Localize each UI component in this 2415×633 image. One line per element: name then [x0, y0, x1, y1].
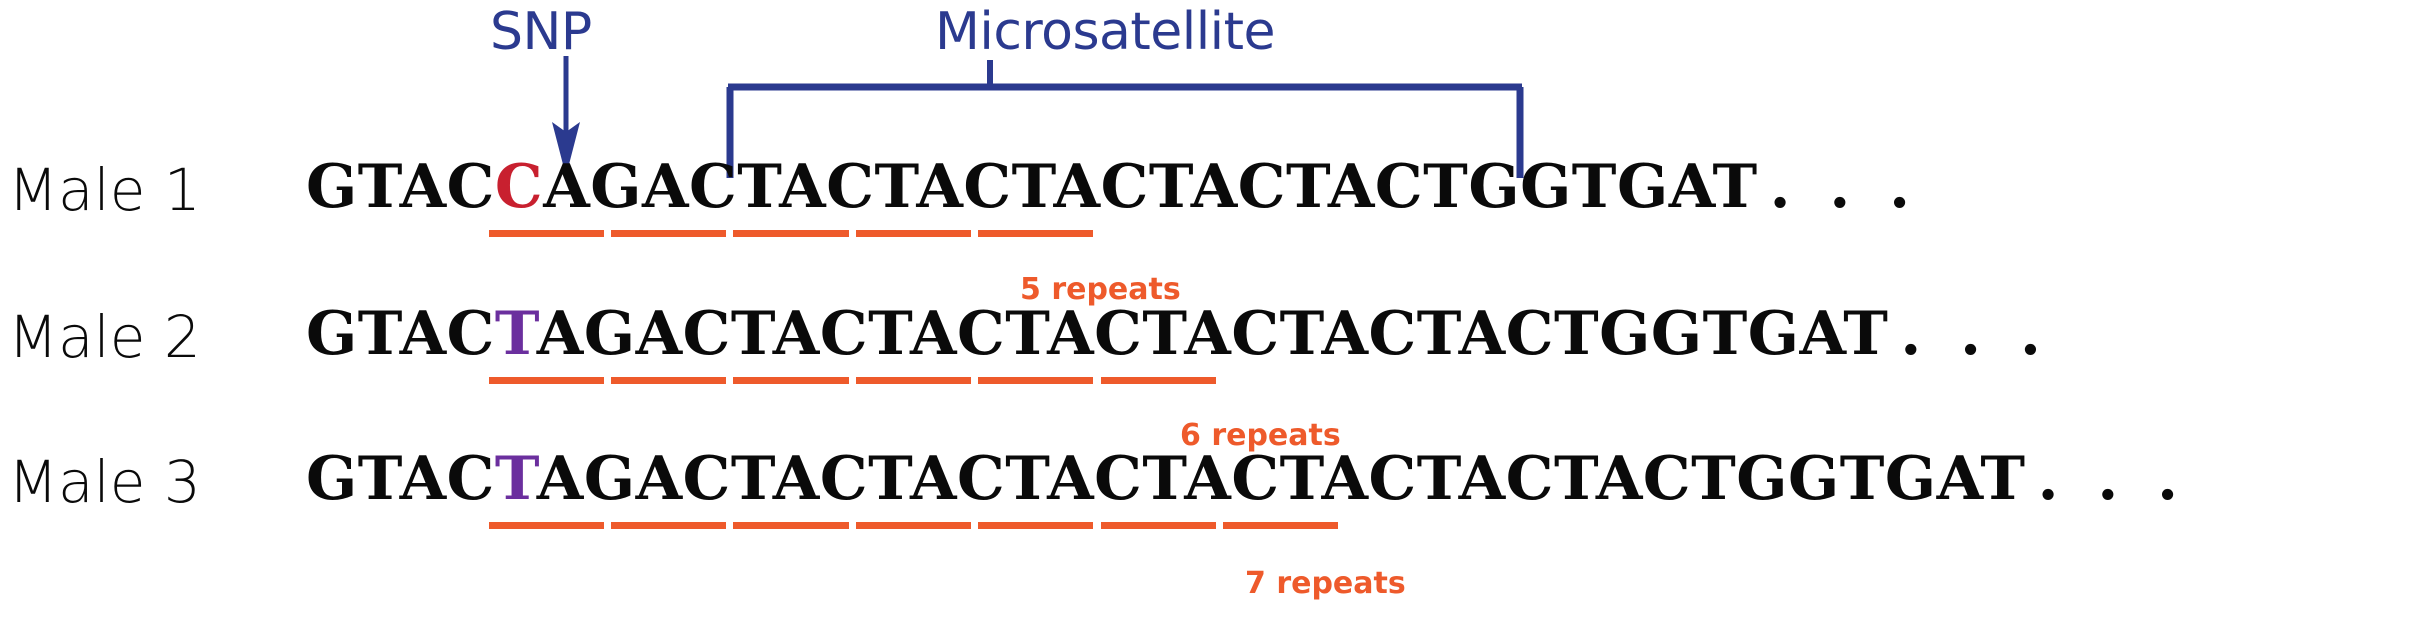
snp-base-male-3: T [494, 444, 537, 514]
repeat-underline-segment [978, 230, 1094, 237]
repeat-underline-segment [1100, 377, 1216, 384]
sequence-repeats: CTACTACTACTACTACTACTA [682, 444, 1643, 514]
sequence-prefix: GTAC [306, 152, 495, 222]
repeat-underlines-male-2 [485, 377, 1219, 385]
repeat-underline-segment [978, 377, 1094, 384]
sequence-ellipsis: . . . [2037, 444, 2188, 514]
sequence-suffix: CTGGTGAT [1505, 299, 1889, 369]
sequence-repeats: CTACTACTACTACTACTA [682, 299, 1506, 369]
repeat-underline-segment [733, 230, 849, 237]
snp-annotation-label: SNP [490, 2, 592, 62]
repeat-underline-segment [978, 522, 1094, 529]
row-label-male-1: Male 1 [8, 156, 201, 224]
sequence-suffix: CTGGTGAT [1374, 152, 1758, 222]
repeat-underline-segment [488, 230, 604, 237]
snp-base-male-1: C [494, 152, 544, 222]
repeat-underline-segment [855, 377, 972, 384]
repeat-underline-segment [610, 230, 727, 237]
row-label-male-3: Male 3 [8, 448, 201, 516]
repeat-count-caption-male-1: 5 repeats [1020, 272, 1181, 307]
repeat-underline-segment [1100, 522, 1216, 529]
sequence-ellipsis: . . . [1900, 299, 2050, 369]
repeat-count-caption-male-2: 6 repeats [1180, 418, 1341, 453]
repeat-underline-segment [610, 377, 727, 384]
sequence-text-male-1: GTACCAGACTACTACTACTACTACTGGTGAT. . . [306, 152, 1919, 222]
repeat-underlines-male-3 [485, 522, 1342, 530]
sequence-prefix: GTAC [306, 299, 495, 369]
microsatellite-bracket-icon [726, 60, 1524, 178]
repeat-underline-segment [855, 522, 972, 529]
snp-down-arrow-icon [552, 56, 580, 176]
repeat-underline-segment [1222, 522, 1339, 529]
repeat-count-caption-male-3: 7 repeats [1245, 566, 1406, 601]
repeat-underline-segment [488, 377, 604, 384]
row-label-male-2: Male 2 [8, 303, 201, 371]
microsatellite-annotation-label: Microsatellite [935, 2, 1276, 62]
repeat-underline-segment [610, 522, 727, 529]
sequence-text-male-2: GTACTAGACTACTACTACTACTACTACTGGTGAT. . . [306, 299, 2050, 369]
repeat-underline-segment [733, 522, 849, 529]
sequence-row-male-2: Male 2 GTACTAGACTACTACTACTACTACTACTGGTGA… [0, 295, 2415, 405]
repeat-underline-segment [488, 522, 604, 529]
sequence-suffix: CTGGTGAT [1642, 444, 2026, 514]
sequence-midfix: AGA [536, 299, 683, 369]
sequence-repeats: CTACTACTACTACTA [689, 152, 1375, 222]
snp-base-male-2: T [494, 299, 537, 369]
sequence-ellipsis: . . . [1769, 152, 1920, 222]
sequence-midfix: AGA [536, 444, 683, 514]
sequence-row-male-1: Male 1 GTACCAGACTACTACTACTACTACTGGTGAT. … [0, 148, 2415, 258]
repeat-underline-segment [733, 377, 849, 384]
sequence-prefix: GTAC [306, 444, 495, 514]
sequence-text-male-3: GTACTAGACTACTACTACTACTACTACTACTGGTGAT. .… [306, 444, 2187, 514]
repeat-underline-segment [855, 230, 972, 237]
repeat-underlines-male-1 [485, 230, 1097, 238]
sequence-row-male-3: Male 3 GTACTAGACTACTACTACTACTACTACTACTGG… [0, 440, 2415, 550]
sequence-midfix: AGA [543, 152, 690, 222]
